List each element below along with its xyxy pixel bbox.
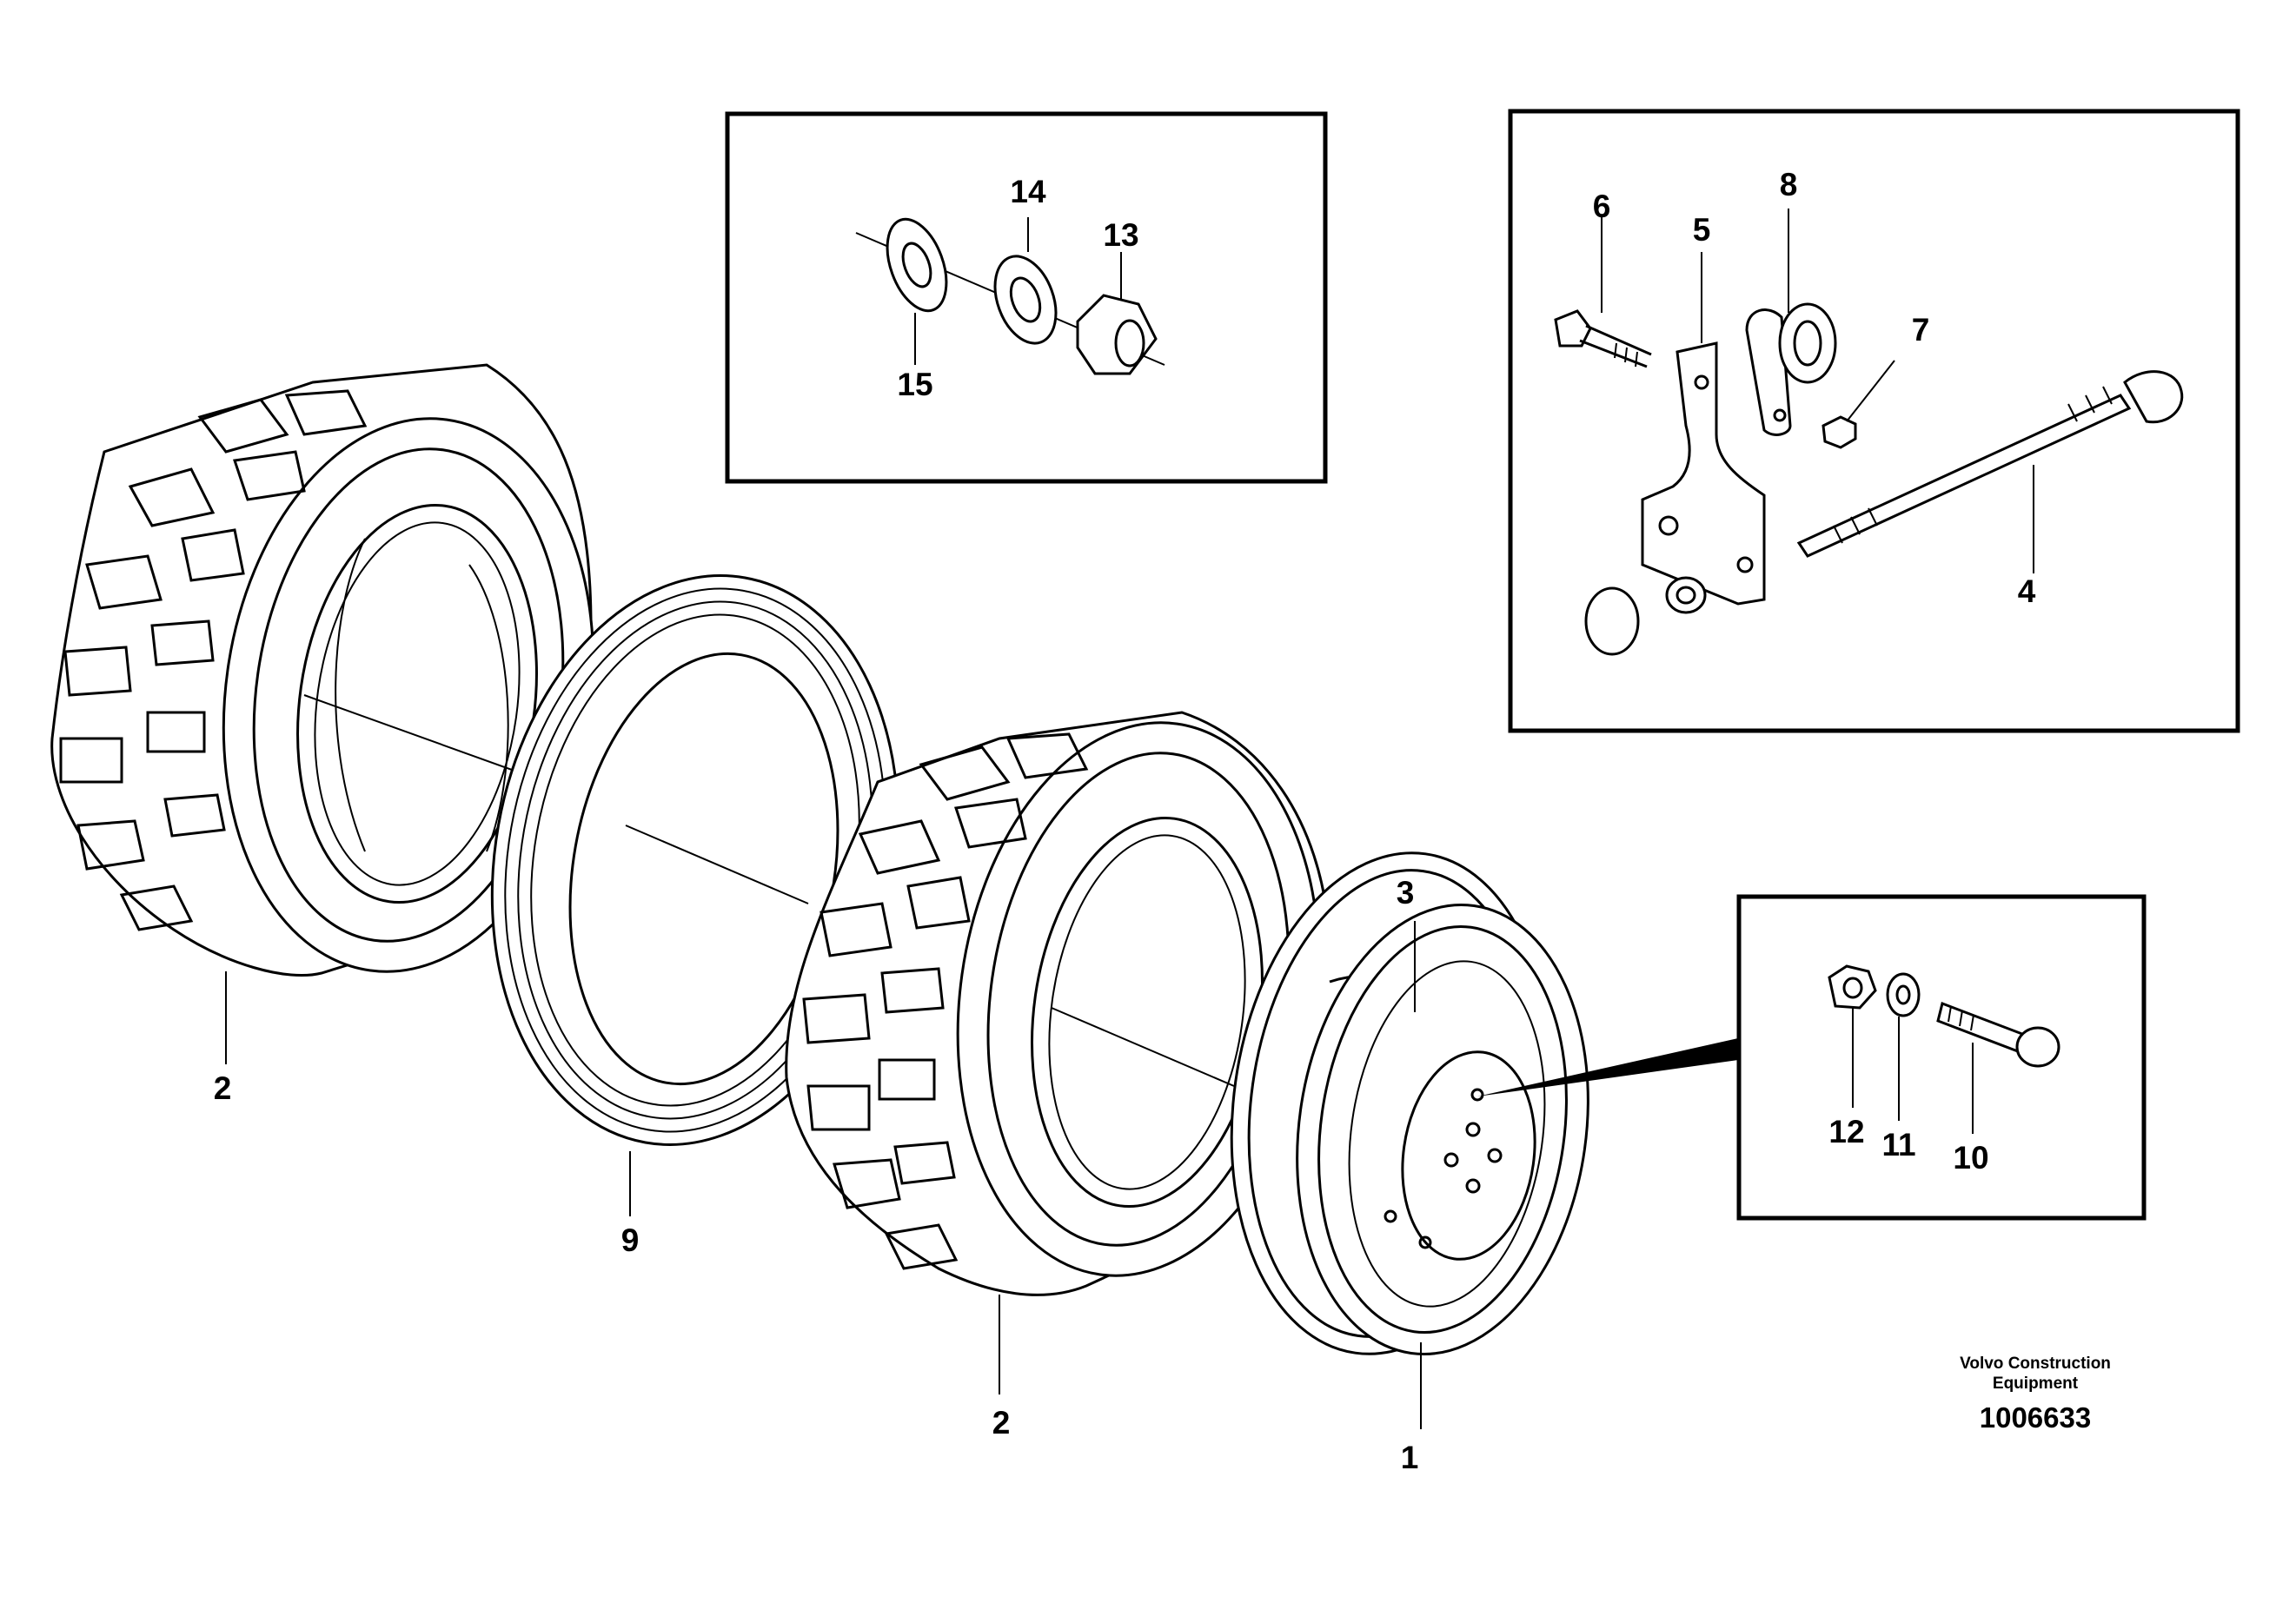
detail-box-wheel-nut [725, 111, 1328, 484]
tire-right [785, 711, 1332, 1296]
detail-box-rim-bolt [1736, 894, 2147, 1221]
callout-14: 14 [1010, 174, 1046, 209]
callout-1: 1 [1401, 1440, 1419, 1475]
callout-4: 4 [2018, 573, 2036, 609]
callout-13: 13 [1103, 217, 1138, 253]
callout-10: 10 [1953, 1140, 1988, 1176]
callout-8: 8 [1780, 167, 1798, 202]
callout-6: 6 [1593, 189, 1611, 224]
callout-15: 15 [897, 367, 932, 402]
detail-box-valve [1508, 109, 2240, 733]
wheel-nut-parts [855, 217, 1165, 375]
callout-2-right: 2 [992, 1405, 1011, 1441]
wheel-rim [1230, 851, 1738, 1355]
callout-5: 5 [1693, 212, 1711, 248]
callout-11: 11 [1881, 1127, 1915, 1163]
brand-line-1: Volvo Construction [1960, 1355, 2111, 1373]
brand-line-2: Equipment [1993, 1374, 2079, 1393]
leader-lines [225, 921, 1422, 1429]
callout-2-left: 2 [214, 1070, 232, 1106]
callout-9: 9 [621, 1222, 640, 1258]
callout-12: 12 [1828, 1114, 1864, 1149]
rim-bolt-parts [1828, 964, 2060, 1134]
callout-3: 3 [1397, 875, 1415, 911]
document-number: 1006633 [1980, 1401, 2091, 1434]
valve-bracket-parts [1554, 209, 2184, 656]
callout-7: 7 [1912, 312, 1930, 348]
